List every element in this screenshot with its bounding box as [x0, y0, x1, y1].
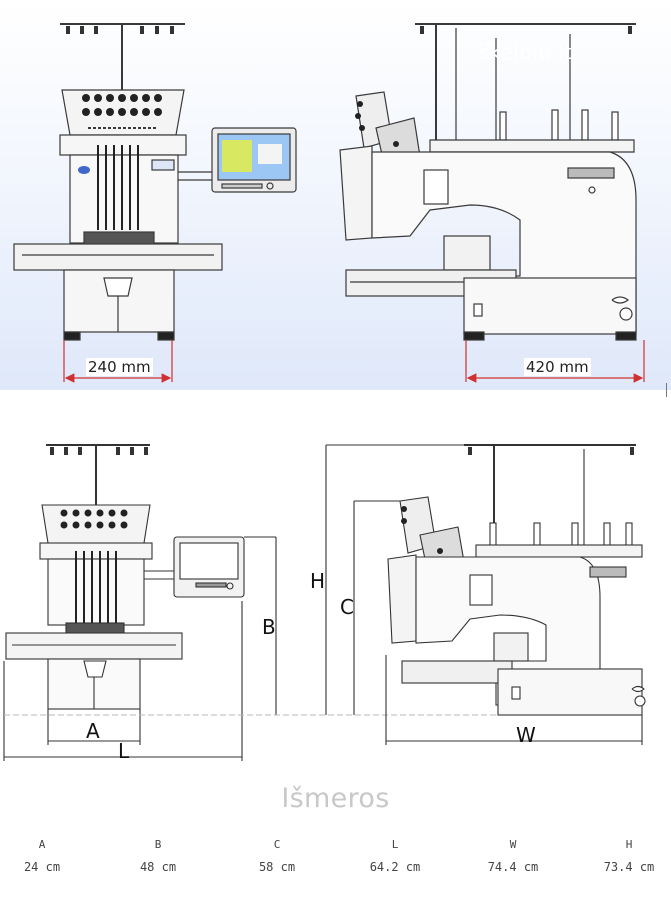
front-view-outline	[3, 444, 606, 761]
top-diagram-panel: skelbiu.lt 240 mm 420 mm	[0, 0, 671, 390]
front-width-label: 240 mm	[86, 358, 153, 376]
dimension-key: H	[625, 838, 633, 851]
dimension-item-w: W 74.4 cm	[473, 838, 553, 874]
dimension-label-a: A	[86, 719, 100, 743]
dimension-key: A	[38, 838, 46, 851]
panel-edge-tick	[666, 383, 667, 397]
dimension-key: W	[509, 838, 517, 851]
dimension-item-c: C 58 cm	[237, 838, 317, 874]
dimension-value: 64.2 cm	[369, 860, 421, 874]
bottom-machine-illustration	[3, 444, 646, 761]
front-view-machine	[13, 23, 297, 383]
side-view-machine	[339, 23, 645, 383]
dimensions-table: A 24 cm B 48 cm C 58 cm L 64.2 cm W 74.4…	[0, 838, 671, 888]
dimension-label-l: L	[118, 739, 130, 763]
dimension-value: 58 cm	[258, 860, 296, 874]
dimension-value: 24 cm	[23, 860, 61, 874]
bottom-diagram-panel: H C B A L W	[0, 405, 671, 785]
dimension-label-h: H	[310, 569, 326, 593]
watermark-dots-icon	[479, 42, 501, 52]
dimension-value: 74.4 cm	[487, 860, 539, 874]
side-view-outline	[325, 444, 646, 745]
dimension-key: B	[154, 838, 162, 851]
dimension-value: 48 cm	[139, 860, 177, 874]
dimension-key: L	[391, 838, 399, 851]
dimension-label-b: B	[262, 615, 276, 639]
dimension-item-b: B 48 cm	[118, 838, 198, 874]
watermark: skelbiu.lt	[478, 40, 573, 64]
dimension-item-l: L 64.2 cm	[355, 838, 435, 874]
top-machine-illustration	[13, 23, 645, 383]
dimension-label-w: W	[516, 723, 536, 747]
side-depth-label: 420 mm	[524, 358, 591, 376]
dimension-key: C	[273, 838, 281, 851]
dimension-item-h: H 73.4 cm	[589, 838, 669, 874]
section-title: Išmeros	[281, 783, 390, 814]
dimension-item-a: A 24 cm	[2, 838, 82, 874]
dimension-value: 73.4 cm	[603, 860, 655, 874]
dimension-label-c: C	[340, 595, 354, 619]
